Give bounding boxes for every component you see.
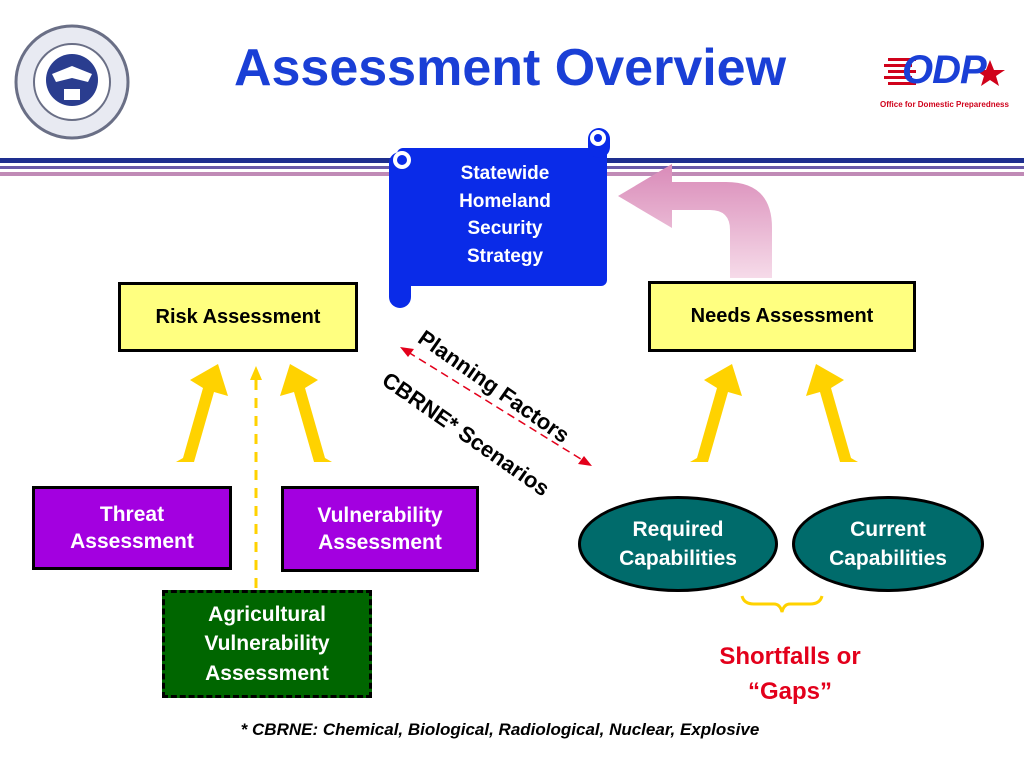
agricultural-line-1: Agricultural [208, 602, 326, 626]
planning-double-arrow [400, 347, 592, 466]
agricultural-line-2: Vulnerability [204, 632, 330, 656]
vulnerability-assessment-box: Vulnerability Assessment [281, 486, 479, 572]
threat-assessment-box: Threat Assessment [32, 486, 232, 570]
required-capabilities-oval: Required Capabilities [578, 496, 778, 592]
strategy-scroll-icon [389, 128, 610, 308]
dhs-seal-icon [14, 24, 130, 140]
strategy-label: Statewide Homeland Security Strategy [410, 160, 600, 270]
risk-assessment-box: Risk Assessment [118, 282, 358, 352]
page-title: Assessment Overview [233, 39, 787, 97]
threat-line-2: Assessment [70, 530, 194, 553]
strategy-line-3: Security [467, 218, 543, 240]
threat-line-1: Threat [99, 502, 165, 526]
agricultural-assessment-box: Agricultural Vulnerability Assessment [162, 590, 372, 698]
required-line-2: Capabilities [619, 547, 737, 570]
odp-logo-icon [884, 58, 1005, 86]
dashed-connector [250, 366, 262, 588]
odp-logo-mark: ODP [902, 48, 987, 92]
odp-logo-caption: Office for Domestic Preparedness [880, 100, 1009, 109]
strategy-line-4: Strategy [466, 245, 544, 267]
brace-icon [740, 595, 824, 613]
current-line-2: Capabilities [829, 547, 947, 570]
footnote: * CBRNE: Chemical, Biological, Radiologi… [240, 720, 760, 739]
current-capabilities-oval: Current Capabilities [792, 496, 984, 592]
shortfalls-label: Shortfalls or “Gaps” [680, 640, 900, 710]
current-line-1: Current [850, 517, 926, 541]
strategy-line-2: Homeland [459, 190, 551, 212]
vulnerability-line-2: Assessment [318, 531, 442, 554]
yellow-arrows [176, 364, 858, 462]
strategy-line-1: Statewide [460, 163, 550, 184]
curved-arrow-icon [618, 164, 772, 278]
shortfalls-line-1: Shortfalls or [719, 643, 861, 670]
shortfalls-line-2: “Gaps” [747, 677, 833, 705]
required-line-1: Required [632, 517, 724, 541]
vulnerability-line-1: Vulnerability [317, 503, 443, 527]
needs-assessment-box: Needs Assessment [648, 281, 916, 352]
agricultural-line-3: Assessment [205, 661, 329, 685]
